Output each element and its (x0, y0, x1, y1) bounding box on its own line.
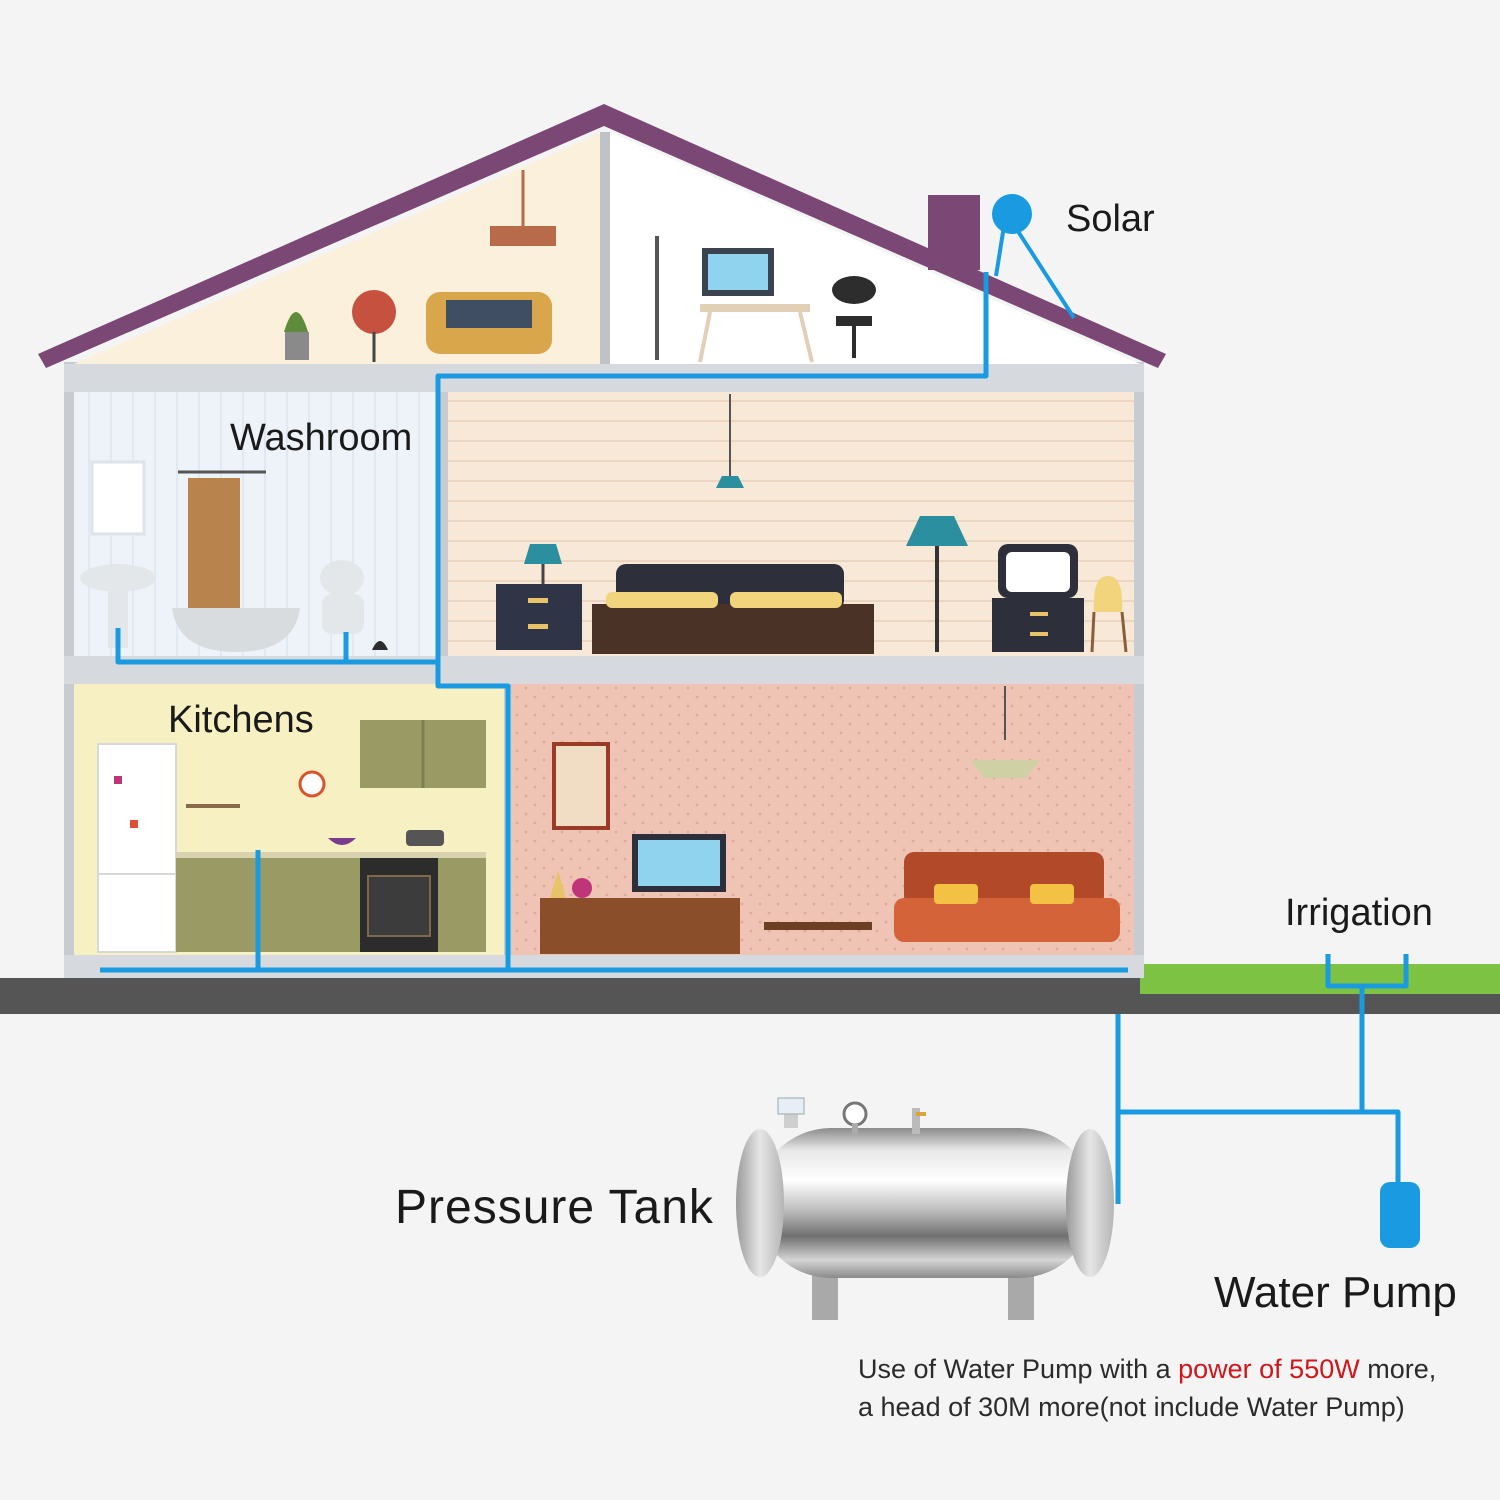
note-line-2: a head of 30M more(not include Water Pum… (858, 1392, 1405, 1422)
note-power-highlight: power of 550W (1178, 1354, 1360, 1384)
kitchens-label: Kitchens (168, 699, 314, 741)
pressure-tank-label: Pressure Tank (395, 1181, 714, 1234)
note-line-1-end: more, (1359, 1354, 1437, 1384)
note-line-1: Use of Water Pump with a power of 550W m… (858, 1350, 1436, 1388)
grass (1140, 964, 1500, 994)
pump-requirement-note: Use of Water Pump with a power of 550W m… (858, 1350, 1436, 1426)
kitchen-furniture (97, 720, 486, 953)
attic-divider (600, 132, 610, 372)
washroom-furniture (80, 460, 388, 652)
attic-left-furniture (284, 170, 556, 362)
note-line-1-start: Use of Water Pump with a (858, 1354, 1179, 1384)
water-pipes (100, 272, 1409, 1204)
washroom-label: Washroom (230, 417, 413, 459)
pressure-tank (736, 1097, 1114, 1320)
bedroom-furniture (496, 394, 1128, 654)
water-pump-label: Water Pump (1214, 1268, 1457, 1317)
chimney (928, 195, 980, 270)
solar-pipe (1010, 220, 1076, 320)
solar-label: Solar (1066, 198, 1155, 240)
solar-collector-icon (992, 194, 1032, 234)
living-room-furniture (540, 686, 1120, 954)
water-pump-icon (1380, 1182, 1420, 1248)
irrigation-label: Irrigation (1285, 892, 1433, 934)
attic-right-furniture (655, 236, 876, 363)
attic-right-room (610, 132, 1140, 364)
solar-pipe-2 (994, 225, 1006, 277)
ground-floor-slab (64, 955, 1144, 978)
